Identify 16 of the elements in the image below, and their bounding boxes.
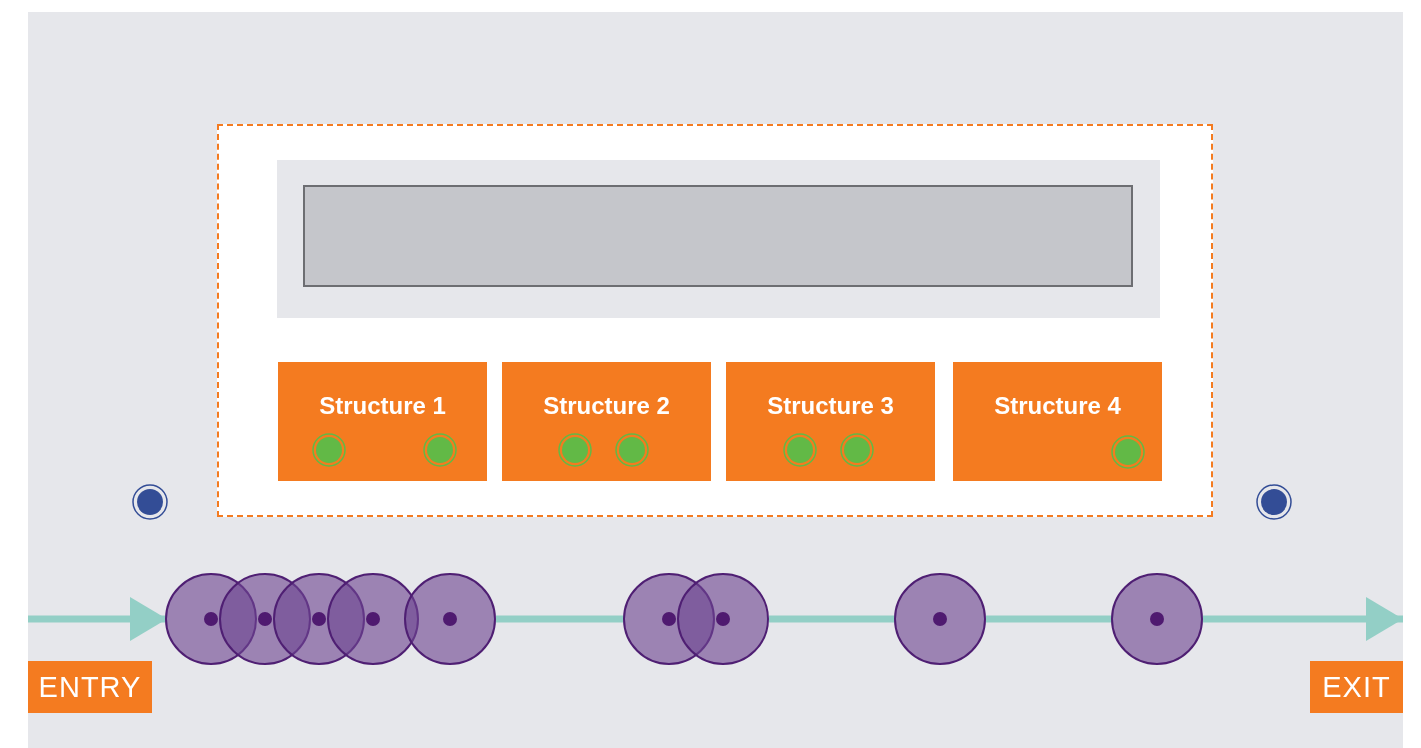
tag-label: ENTRY	[38, 670, 142, 704]
tag-label: EXIT	[1322, 670, 1391, 704]
display-bar	[303, 185, 1133, 287]
structure-box	[502, 362, 711, 481]
dashed-frame	[217, 124, 1213, 517]
structure-box	[953, 362, 1162, 481]
structure-box	[726, 362, 935, 481]
tag-box	[28, 661, 152, 713]
structure-title: Structure 2	[543, 392, 670, 420]
structure-title: Structure 4	[994, 392, 1121, 420]
display-panel	[277, 160, 1160, 318]
structure-title: Structure 3	[767, 392, 894, 420]
structure-box	[278, 362, 487, 481]
tag-box	[1310, 661, 1403, 713]
structure-title: Structure 1	[319, 392, 446, 420]
particle-circle	[677, 573, 769, 665]
